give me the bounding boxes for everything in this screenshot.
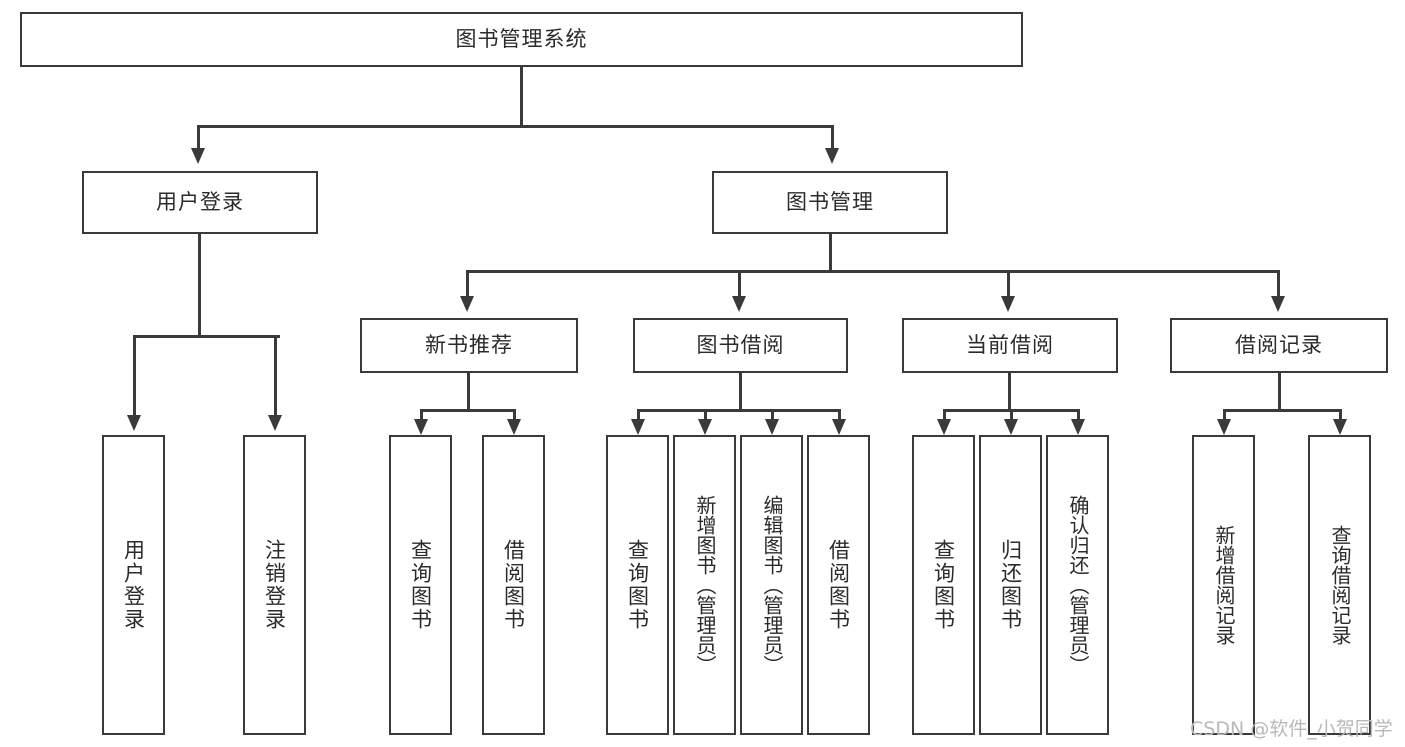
edge-drop-leaf-logout: [274, 335, 277, 417]
edge-drop-nb-2: [513, 409, 516, 421]
edge-borrow-record-stem: [1278, 373, 1281, 409]
edge-root-stem: [520, 67, 523, 125]
arrowhead-leaf-logout: [268, 415, 282, 431]
leaf-logout[interactable]: 注销登录: [243, 435, 306, 735]
edge-borrow-record-bus: [1223, 409, 1341, 412]
edge-current-borrow-stem: [1008, 373, 1011, 409]
arrowhead-user-login: [191, 148, 205, 164]
edge-user-login-stem: [198, 234, 201, 335]
edge-level3-bus: [466, 270, 1280, 273]
leaf-nb-borrow-book[interactable]: 借阅图书: [482, 435, 545, 735]
arrowhead-nb-2: [507, 419, 521, 435]
edge-drop-new-book: [466, 270, 469, 298]
arrowhead-new-book: [460, 296, 474, 312]
edge-drop-cb-2: [1010, 409, 1013, 421]
leaf-bb-add-book-admin[interactable]: 新增图书（管理员）: [673, 435, 736, 735]
arrowhead-bb-2: [698, 419, 712, 435]
edge-drop-br-2: [1339, 409, 1342, 421]
leaf-bb-borrow-book[interactable]: 借阅图书: [807, 435, 870, 735]
edge-drop-user-login: [197, 125, 200, 150]
arrowhead-br-1: [1217, 419, 1231, 435]
arrowhead-bb-3: [765, 419, 779, 435]
edge-drop-bb-2: [704, 409, 707, 421]
arrowhead-bb-1: [631, 419, 645, 435]
leaf-br-add-record[interactable]: 新增借阅记录: [1192, 435, 1255, 735]
edge-drop-current-borrow: [1007, 270, 1010, 298]
edge-book-borrow-stem: [739, 373, 742, 409]
arrowhead-current-borrow: [1001, 296, 1015, 312]
arrowhead-cb-3: [1071, 419, 1085, 435]
leaf-cb-query-book[interactable]: 查询图书: [912, 435, 975, 735]
edge-drop-br-1: [1223, 409, 1226, 421]
node-book-borrow[interactable]: 图书借阅: [633, 318, 848, 373]
leaf-user-login[interactable]: 用户登录: [102, 435, 165, 735]
edge-drop-bb-3: [771, 409, 774, 421]
edge-drop-cb-1: [943, 409, 946, 421]
arrowhead-nb-1: [414, 419, 428, 435]
edge-drop-book-borrow: [738, 270, 741, 298]
arrowhead-leaf-user-login: [127, 415, 141, 431]
leaf-nb-query-book[interactable]: 查询图书: [389, 435, 452, 735]
arrowhead-book-borrow: [732, 296, 746, 312]
leaf-cb-return-book[interactable]: 归还图书: [979, 435, 1042, 735]
arrowhead-borrow-record: [1271, 296, 1285, 312]
csdn-watermark: CSDN @软件_小贺同学: [1190, 718, 1393, 740]
edge-drop-book-manage: [831, 125, 834, 150]
edge-book-borrow-bus: [637, 409, 841, 412]
arrowhead-bb-4: [832, 419, 846, 435]
edge-drop-bb-4: [838, 409, 841, 421]
leaf-bb-query-book[interactable]: 查询图书: [606, 435, 669, 735]
node-new-book-recommend[interactable]: 新书推荐: [360, 318, 578, 373]
edge-drop-cb-3: [1077, 409, 1080, 421]
leaf-bb-edit-book-admin[interactable]: 编辑图书（管理员）: [740, 435, 803, 735]
edge-drop-leaf-user-login: [133, 335, 136, 417]
node-current-borrow[interactable]: 当前借阅: [902, 318, 1118, 373]
arrowhead-br-2: [1333, 419, 1347, 435]
node-book-manage[interactable]: 图书管理: [712, 171, 948, 234]
leaf-br-query-record[interactable]: 查询借阅记录: [1308, 435, 1371, 735]
edge-root-bus: [197, 125, 834, 128]
node-user-login[interactable]: 用户登录: [82, 171, 318, 234]
arrowhead-cb-2: [1004, 419, 1018, 435]
edge-drop-nb-1: [420, 409, 423, 421]
edge-drop-bb-1: [637, 409, 640, 421]
edge-drop-borrow-record: [1277, 270, 1280, 298]
edge-new-book-stem: [467, 373, 470, 409]
arrowhead-book-manage: [825, 148, 839, 164]
edge-new-book-bus: [420, 409, 516, 412]
edge-user-login-bus: [133, 335, 280, 338]
edge-book-manage-stem: [829, 234, 832, 270]
arrowhead-cb-1: [937, 419, 951, 435]
node-borrow-record[interactable]: 借阅记录: [1170, 318, 1388, 373]
leaf-cb-confirm-return-admin[interactable]: 确认归还（管理员）: [1046, 435, 1109, 735]
node-root-system[interactable]: 图书管理系统: [20, 12, 1023, 67]
